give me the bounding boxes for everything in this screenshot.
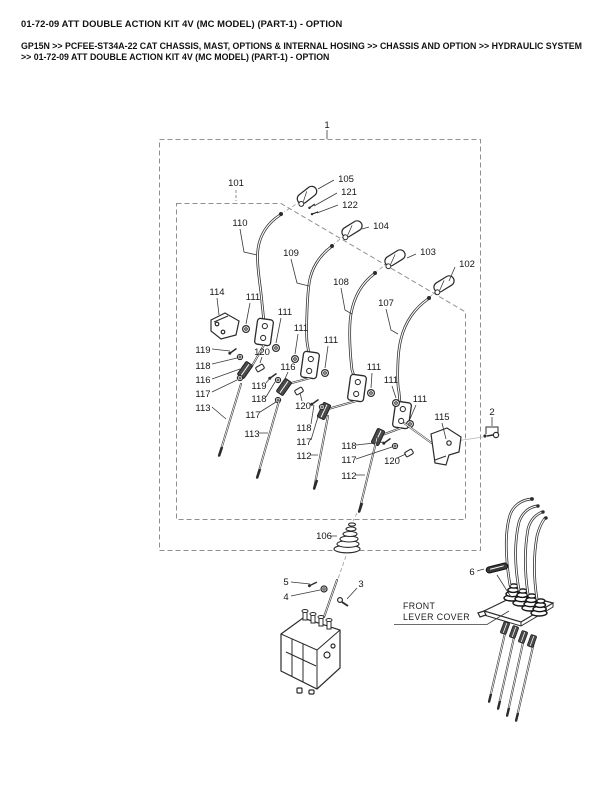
part-label-120-1: 120 xyxy=(254,347,270,358)
outer-assembly-box xyxy=(159,139,481,551)
rod-112-1 xyxy=(312,415,329,490)
part-label-117-4: 117 xyxy=(341,455,356,466)
breadcrumb-line-2: >> 01-72-09 ATT DOUBLE ACTION KIT 4V (MC… xyxy=(21,51,330,62)
rod-113-2 xyxy=(255,400,280,479)
part-label-113-1: 113 xyxy=(195,403,210,414)
control-valve xyxy=(280,609,341,695)
part-label-107: 107 xyxy=(378,298,394,309)
part-label-112-1: 112 xyxy=(296,451,311,462)
part-label-3: 3 xyxy=(358,579,363,590)
part-label-101: 101 xyxy=(228,178,244,189)
part-label-117-2: 117 xyxy=(245,410,260,421)
lever-110 xyxy=(256,212,283,324)
boot-106 xyxy=(333,522,361,554)
inner-subassembly-box xyxy=(176,203,466,520)
bracket-114 xyxy=(210,312,240,340)
breadcrumb-line-1: GP15N >> PCFEE-ST34A-22 CAT CHASSIS, MAS… xyxy=(21,41,582,51)
front-lever-cover-label-line2: LEVER COVER xyxy=(403,612,470,622)
part-label-118-4: 118 xyxy=(341,441,356,452)
screw-121 xyxy=(307,203,316,210)
part-label-116-1: 116 xyxy=(195,375,210,386)
part-label-118-2: 118 xyxy=(251,394,266,405)
knob-102 xyxy=(430,273,458,297)
part-label-111-4: 111 xyxy=(324,335,338,346)
part-label-111-5: 111 xyxy=(367,362,381,373)
bolt-2 xyxy=(483,426,500,439)
part-label-120-2: 120 xyxy=(295,401,311,412)
part-label-117-1: 117 xyxy=(195,389,210,400)
breadcrumb: GP15N >> PCFEE-ST34A-22 CAT CHASSIS, MAS… xyxy=(21,41,582,62)
leader-lines xyxy=(211,130,512,600)
part-label-112-2: 112 xyxy=(341,471,356,482)
cover-levers xyxy=(504,497,548,601)
front-lever-cover-label-line1: FRONT xyxy=(403,601,436,611)
part-label-108: 108 xyxy=(333,277,349,288)
part-label-119-2: 119 xyxy=(251,381,266,392)
lever-108 xyxy=(348,271,377,378)
part-label-121: 121 xyxy=(341,187,357,198)
page-title: 01-72-09 ATT DOUBLE ACTION KIT 4V (MC MO… xyxy=(21,18,343,29)
part-label-102: 102 xyxy=(459,259,475,270)
bellcrank-109 xyxy=(299,350,321,380)
part-label-103: 103 xyxy=(420,247,436,258)
part-label-1: 1 xyxy=(324,120,329,131)
screw-5 xyxy=(307,580,318,590)
part-label-122: 122 xyxy=(342,200,358,211)
part-label-114: 114 xyxy=(209,287,224,298)
cover-rods xyxy=(487,620,538,722)
lever-cover-assembly xyxy=(477,497,555,722)
part-label-119-1: 119 xyxy=(195,345,210,356)
valve-rod xyxy=(323,579,338,618)
part-label-111-3: 111 xyxy=(294,323,308,334)
assembly-axes xyxy=(283,200,484,580)
part-label-109: 109 xyxy=(283,248,299,259)
part-label-105: 105 xyxy=(338,174,354,185)
part-label-111-6: 111 xyxy=(384,375,398,386)
part-label-2: 2 xyxy=(489,407,494,418)
bellcrank-110 xyxy=(253,317,275,347)
lever-107 xyxy=(396,296,431,405)
part-label-4: 4 xyxy=(283,592,288,603)
bolt-3 xyxy=(337,596,349,607)
rod-113-1 xyxy=(217,383,242,457)
rod-112-2 xyxy=(357,437,378,513)
part-label-111-7: 111 xyxy=(413,394,427,405)
screw-122 xyxy=(310,209,319,218)
knob-103 xyxy=(381,247,409,271)
knob-104 xyxy=(338,218,366,242)
link-rods-core xyxy=(251,344,402,436)
hardware-group-2 xyxy=(267,372,305,404)
part-label-117-3: 117 xyxy=(296,437,311,448)
bracket-115 xyxy=(403,422,462,466)
part-label-6: 6 xyxy=(469,567,474,578)
nut-4 xyxy=(320,585,328,593)
part-label-118-1: 118 xyxy=(195,361,210,372)
front-lever-cover-leader xyxy=(394,610,510,625)
part-label-5: 5 xyxy=(283,577,288,588)
part-label-116-2: 116 xyxy=(280,362,295,373)
knob-105 xyxy=(293,183,320,208)
part-label-118-3: 118 xyxy=(296,423,311,434)
lever-109 xyxy=(305,244,334,356)
part-label-106: 106 xyxy=(316,531,332,542)
part-label-110: 110 xyxy=(232,218,247,229)
cover-plate-6 xyxy=(485,562,509,574)
part-label-120-3: 120 xyxy=(384,456,400,467)
part-label-111-1: 111 xyxy=(246,292,260,303)
part-label-113-2: 113 xyxy=(244,429,259,440)
part-label-104: 104 xyxy=(373,221,389,232)
part-label-115: 115 xyxy=(434,412,449,423)
part-label-111-2: 111 xyxy=(278,307,292,318)
bellcrank-108 xyxy=(346,373,368,403)
